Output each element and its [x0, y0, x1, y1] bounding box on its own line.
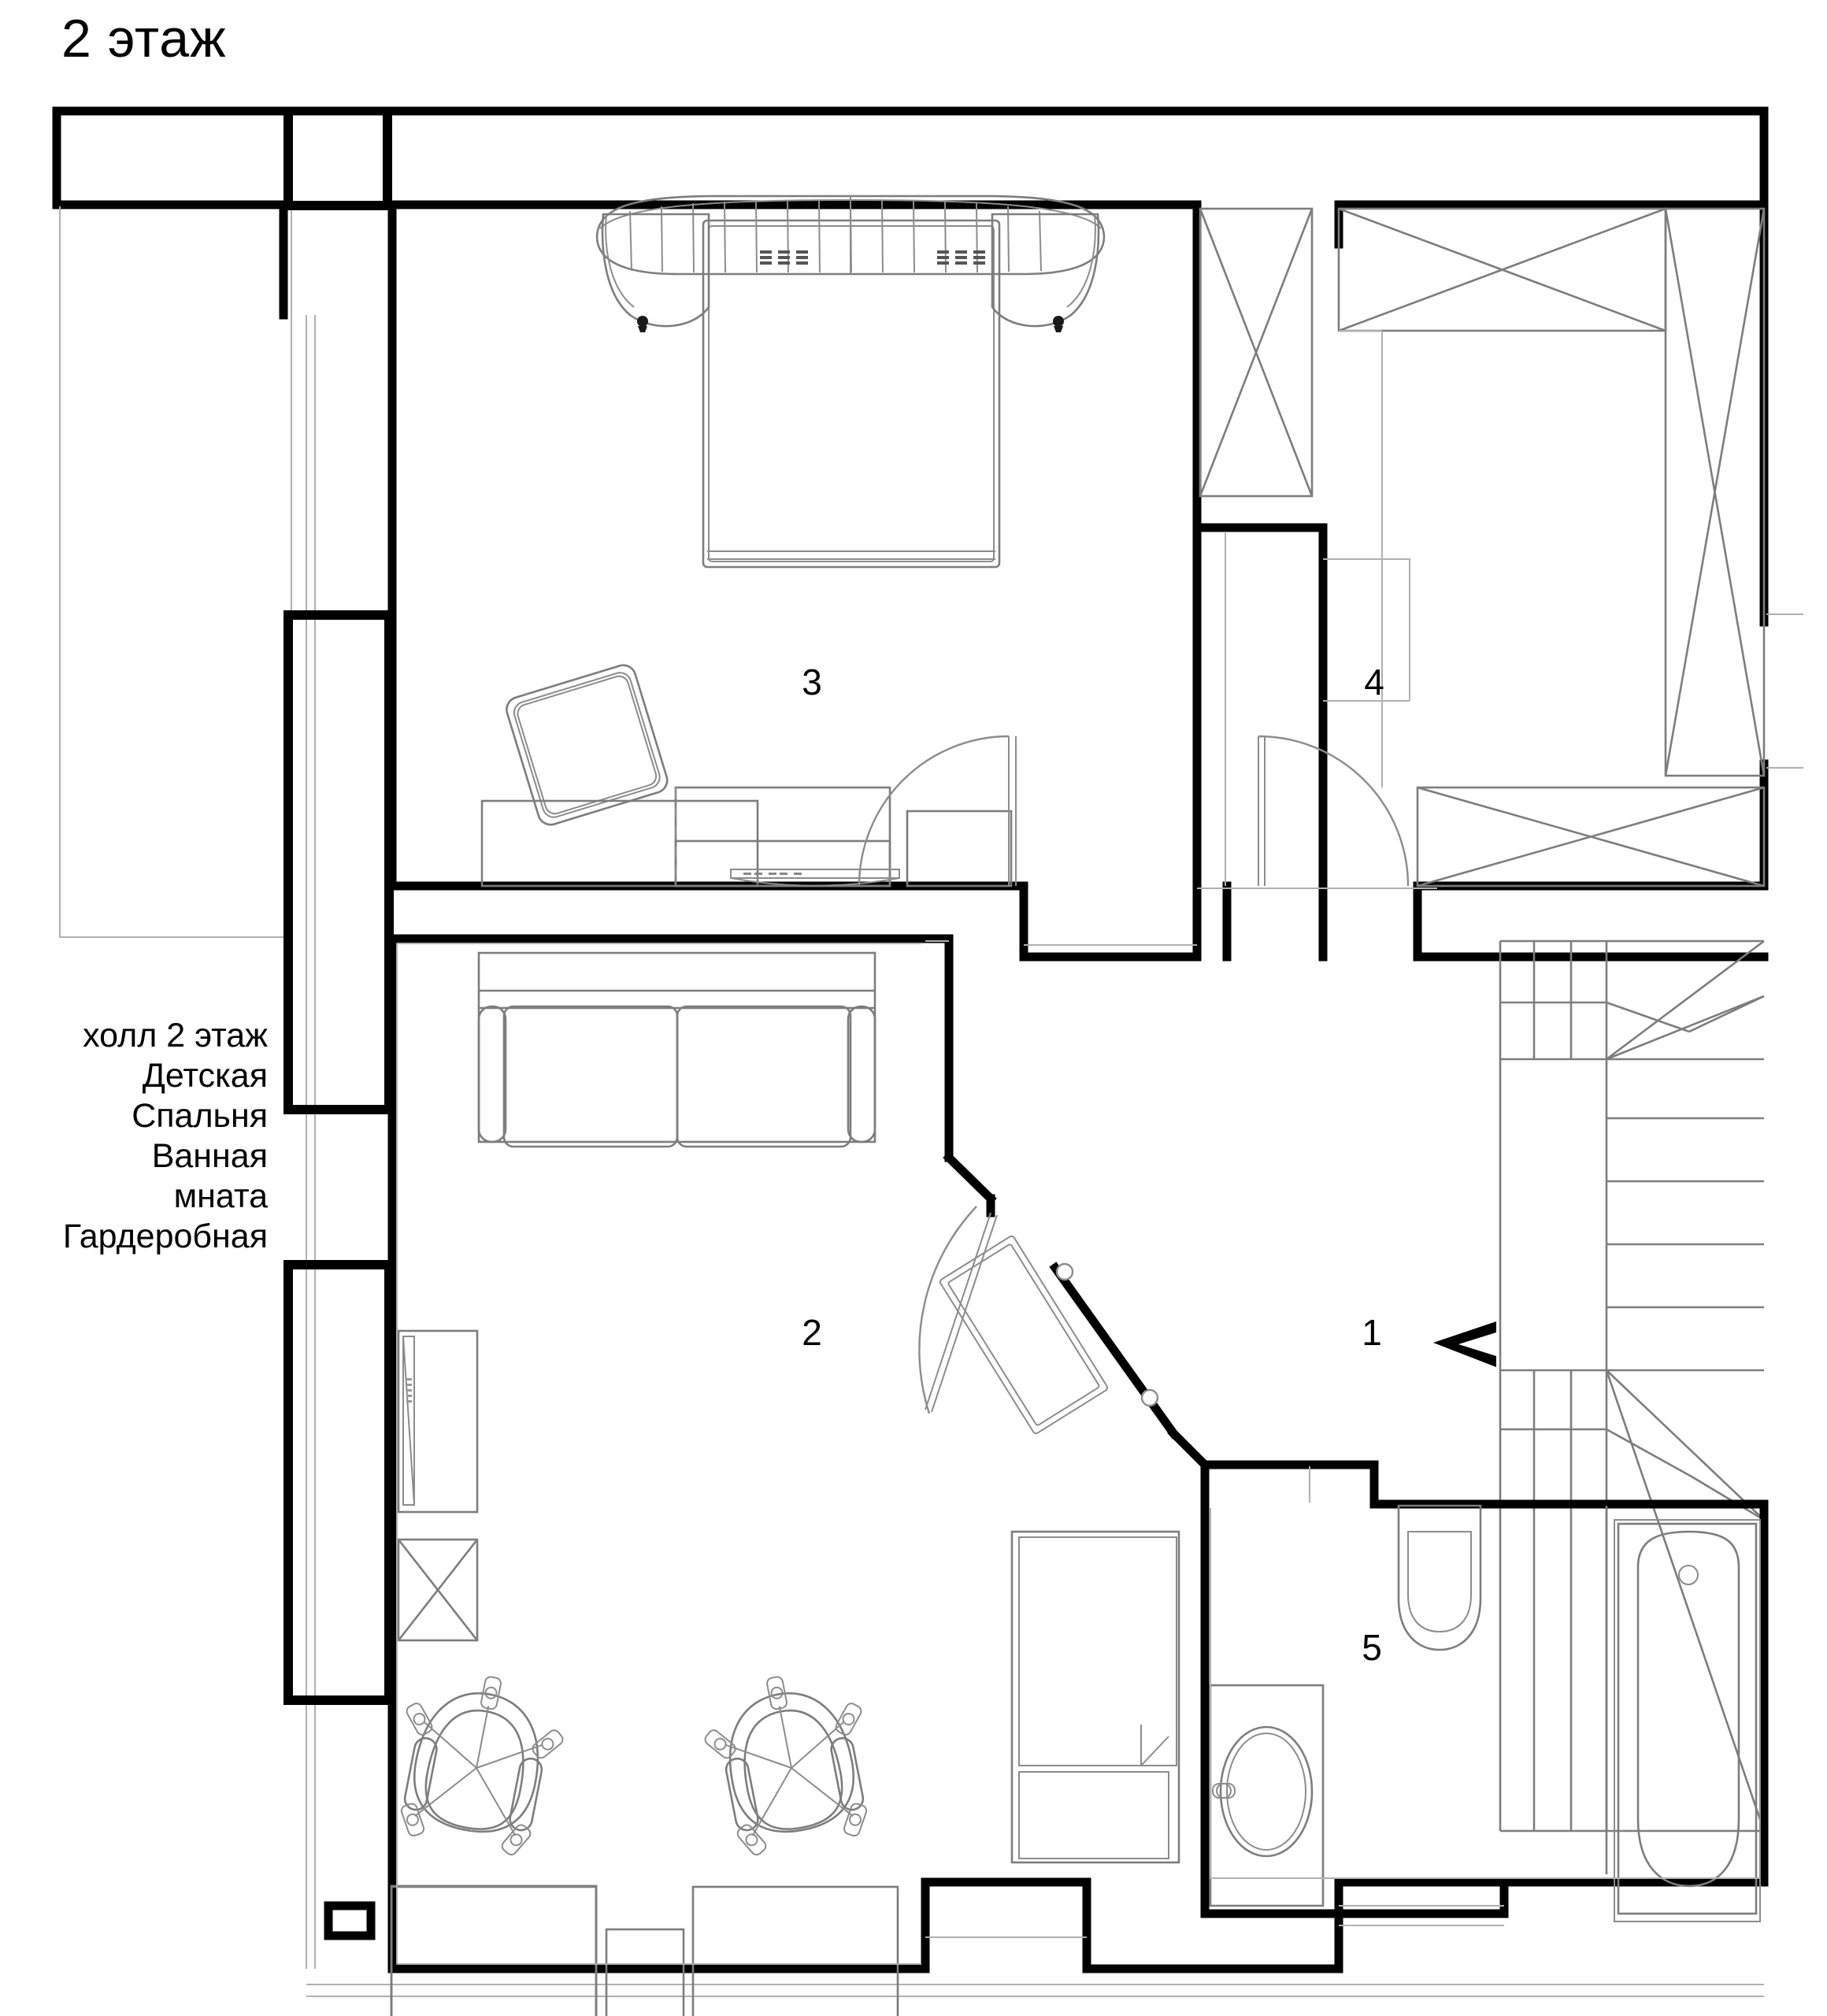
office-chair-right: [704, 1676, 868, 1856]
armchair: [506, 664, 669, 826]
corridor-walls: [1192, 523, 1437, 962]
legend-item-5: мната: [173, 1177, 268, 1215]
wardrobe-cabinet-a: [1199, 207, 1314, 498]
page-title: 2 этаж: [61, 9, 227, 69]
room-legend: холл 2 этаж Детская Спальня Ванная мната…: [0, 1016, 268, 1257]
room-number-1: 1: [1362, 1312, 1382, 1353]
sofa: [477, 951, 876, 1148]
room-number-2: 2: [802, 1312, 822, 1353]
nightstand-right: [991, 213, 1100, 332]
desk-center-small: [605, 1928, 685, 2016]
double-bed: [595, 195, 1106, 569]
door-room3[interactable]: [858, 735, 1017, 887]
side-table: [906, 810, 1013, 888]
room-number-5: 5: [1362, 1627, 1382, 1668]
room-number-4: 4: [1364, 662, 1384, 702]
wardrobe-cabinet-d: [1416, 786, 1766, 888]
sink-vanity: [1209, 1684, 1325, 1907]
bottom-walls: [306, 1877, 1769, 1997]
staircase: [1433, 939, 1766, 1833]
wardrobe-cabinet-b: [1337, 207, 1667, 332]
tv-console: [674, 786, 900, 888]
desk-right: [691, 1885, 899, 2016]
legend-item-6: Гардеробная: [62, 1217, 268, 1255]
office-chair-left: [400, 1676, 564, 1856]
nightstand-left: [601, 213, 710, 332]
wardrobe-unit: [1010, 1530, 1180, 1864]
wall-tv-panel: [397, 1329, 479, 1514]
legend-item-2: Детская: [142, 1057, 268, 1095]
floor-column: [324, 1901, 376, 1940]
legend-item-1: холл 2 этаж: [83, 1017, 268, 1054]
room5-walls: [1200, 1460, 1769, 1887]
desk-left-body: [390, 1885, 598, 2016]
door-room2-hall[interactable]: [918, 1206, 1159, 1435]
toilet: [1397, 1504, 1482, 1651]
room4-walls: [1334, 106, 1803, 962]
door-room4[interactable]: [1258, 735, 1410, 887]
legend-item-3: Спальня: [132, 1097, 268, 1135]
storage-cabinet: [397, 1538, 479, 1642]
room2-thin-edges: [396, 943, 921, 1965]
wardrobe-cabinets: [1199, 207, 1766, 888]
wardrobe-cabinet-c: [1664, 207, 1766, 777]
bathtub: [1614, 1519, 1761, 1922]
dresser: [480, 799, 759, 888]
misc-thin-lines: [1024, 888, 1760, 1879]
exterior-walls: [52, 106, 1769, 1969]
room-number-3: 3: [802, 662, 822, 702]
legend-item-4: Ванная: [151, 1137, 268, 1175]
